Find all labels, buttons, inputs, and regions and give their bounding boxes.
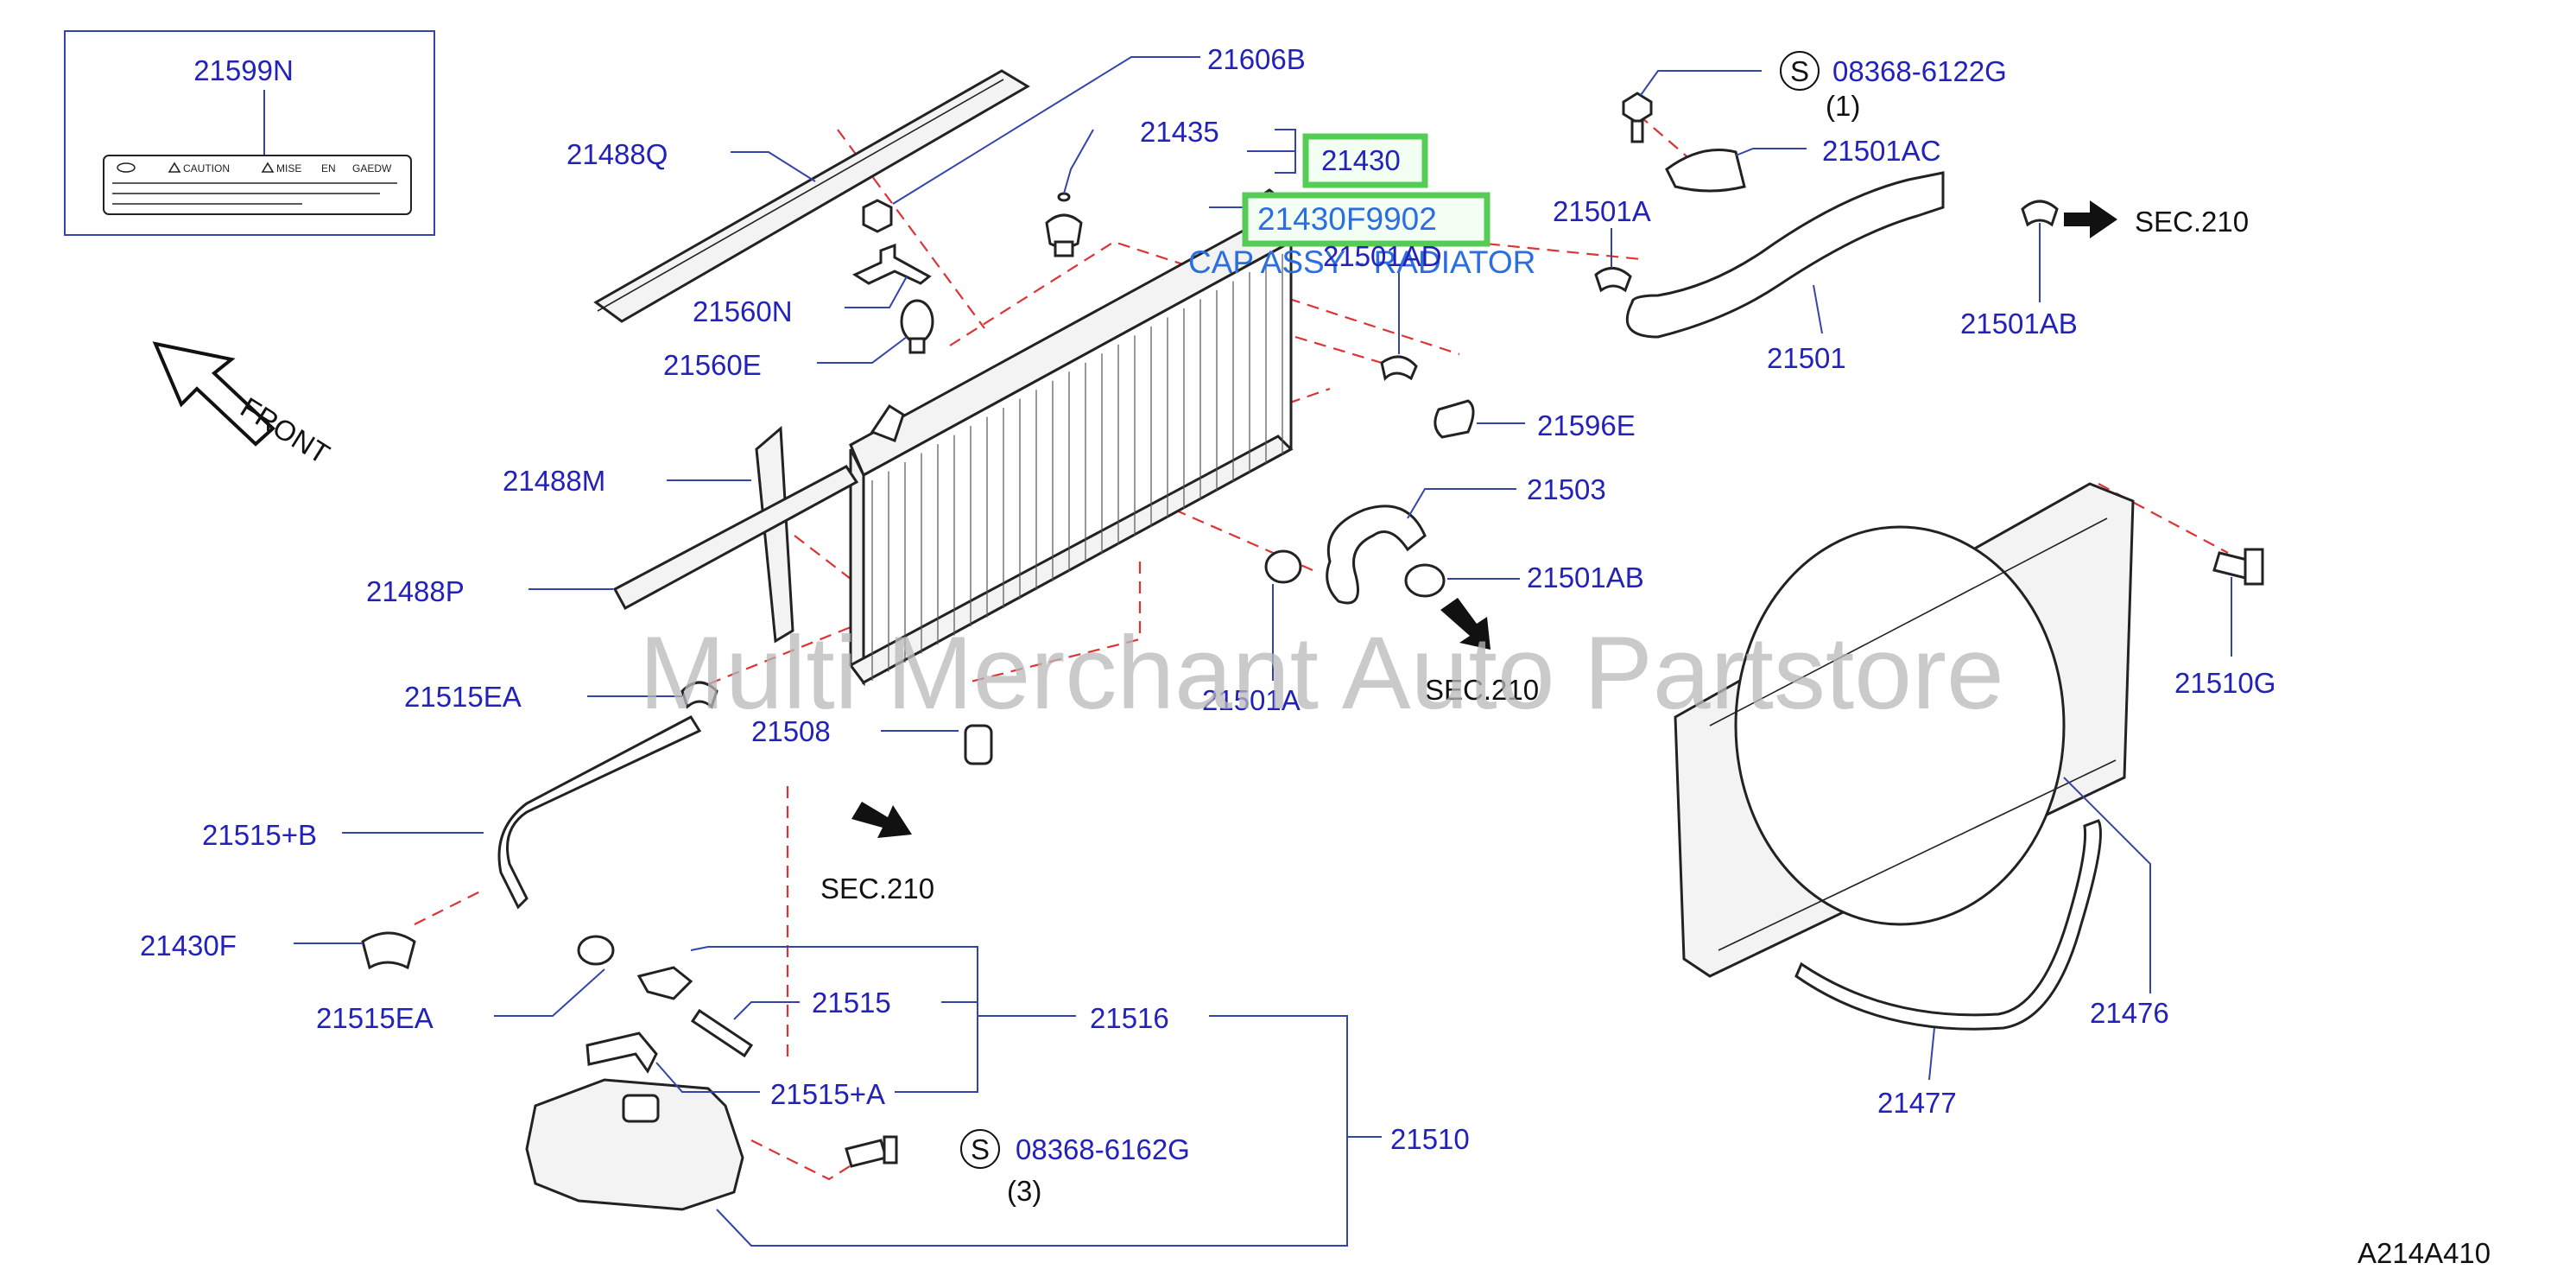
part-label-21488M[interactable]: 21488M xyxy=(503,465,605,497)
part-label-21515EA-upper[interactable]: 21515EA xyxy=(404,681,522,713)
part-label-21515A[interactable]: 21515+A xyxy=(770,1078,885,1110)
part-label-21488Q[interactable]: 21488Q xyxy=(566,138,668,170)
part-label-08368-6162G[interactable]: 08368-6162G xyxy=(1016,1133,1190,1165)
part-21596E-plug[interactable] xyxy=(1434,399,1475,439)
sec-ref-lower-left[interactable]: SEC.210 xyxy=(820,873,934,904)
watermark: Multi Merchant Auto Partstore xyxy=(639,615,2004,731)
inset-en-text: EN xyxy=(321,162,336,175)
inset-gaedw-text: GAEDW xyxy=(352,162,392,175)
part-21515B-hose[interactable] xyxy=(497,715,702,910)
part-21501-upper-hose[interactable] xyxy=(1625,171,1945,339)
part-21430F-clamp[interactable] xyxy=(361,931,416,970)
part-label-21503[interactable]: 21503 xyxy=(1527,473,1606,505)
part-label-21430F[interactable]: 21430F xyxy=(140,930,237,962)
part-label-21599N[interactable]: 21599N xyxy=(193,54,294,86)
part-label-21560N[interactable]: 21560N xyxy=(693,295,793,327)
diagram-code: A214A410 xyxy=(2358,1237,2491,1269)
sec-ref-mid[interactable]: SEC.210 xyxy=(1425,674,1539,706)
bolt-08368-6162G[interactable] xyxy=(845,1135,898,1168)
black-arrow-right-icon xyxy=(2064,200,2117,238)
part-label-21560E[interactable]: 21560E xyxy=(663,349,762,381)
front-arrow: FRONT xyxy=(152,341,335,470)
part-label-08368-6122G[interactable]: 08368-6122G xyxy=(1832,55,2007,87)
part-21503-hose[interactable] xyxy=(1326,505,1427,605)
part-label-21516[interactable]: 21516 xyxy=(1090,1002,1169,1034)
part-21508-grommet[interactable] xyxy=(964,724,993,765)
part-21501A-clamp-lower[interactable] xyxy=(1264,549,1302,584)
part-label-21510G[interactable]: 21510G xyxy=(2174,667,2275,699)
warning-triangle-icon-2 xyxy=(261,162,275,173)
sec-arrow-mid xyxy=(1440,598,1491,650)
highlight-21430F9902[interactable]: 21430F9902 xyxy=(1242,192,1491,247)
sec-arrow-top-right xyxy=(2064,200,2117,238)
part-21515EA-clamp-lower[interactable] xyxy=(577,935,615,966)
sec-arrow-lower-left xyxy=(851,802,912,838)
bolt-21510G[interactable] xyxy=(2212,548,2264,586)
part-21560E-mount[interactable] xyxy=(900,299,934,354)
label-inset[interactable]: 21599N CAUTION MISE EN GAEDW xyxy=(64,30,435,236)
part-21501AD-clamp[interactable] xyxy=(1380,355,1418,381)
part-label-21501AB-upper[interactable]: 21501AB xyxy=(1960,308,2078,340)
part-description: CAP ASSY - RADIATOR xyxy=(1188,244,1535,280)
part-label-21430[interactable]: 21430 xyxy=(1321,144,1401,176)
leader-lines xyxy=(294,56,2232,1247)
front-arrow-icon xyxy=(152,341,275,447)
part-label-21501A-lower[interactable]: 21501A xyxy=(1202,684,1301,716)
part-label-21477[interactable]: 21477 xyxy=(1877,1087,1957,1119)
inset-caution-text: CAUTION xyxy=(183,162,230,175)
part-21501AB-clamp-lower[interactable] xyxy=(1404,563,1446,598)
part-label-21501AC[interactable]: 21501AC xyxy=(1822,135,1941,167)
part-label-21606B[interactable]: 21606B xyxy=(1207,43,1306,75)
part-21501AC-cover[interactable] xyxy=(1665,149,1746,193)
part-number-21430F9902[interactable]: 21430F9902 xyxy=(1257,201,1437,237)
sec-ref-top-right[interactable]: SEC.210 xyxy=(2135,206,2249,238)
part-21560N-bracket[interactable] xyxy=(851,243,932,285)
s-symbol-icon xyxy=(960,1129,1000,1169)
part-label-21476[interactable]: 21476 xyxy=(2090,997,2169,1029)
part-21488Q-seal[interactable] xyxy=(593,69,1030,323)
part-21430-radiator-cap[interactable] xyxy=(1045,213,1083,257)
qty-08368-6162G: (3) xyxy=(1007,1175,1041,1207)
part-label-21515[interactable]: 21515 xyxy=(812,987,891,1019)
part-21476-fan-shroud[interactable] xyxy=(1674,482,2135,978)
part-21435-cap-seal[interactable] xyxy=(1057,192,1071,202)
part-label-21435[interactable]: 21435 xyxy=(1140,116,1219,148)
part-label-21501A-upper[interactable]: 21501A xyxy=(1553,195,1651,227)
part-21606B-grommet[interactable] xyxy=(862,199,893,233)
part-21501AB-clamp-upper[interactable] xyxy=(2021,200,2059,227)
part-labels: 21606B 21488Q 21435 21560N 21560E 21501A… xyxy=(140,43,2275,1207)
part-21510-reservoir-tank[interactable] xyxy=(525,1078,744,1211)
part-21516-fitting[interactable] xyxy=(636,966,693,1000)
part-21515A-hose[interactable] xyxy=(585,1031,658,1074)
part-21488P-seal[interactable] xyxy=(612,465,859,611)
qty-08368-6122G: (1) xyxy=(1826,90,1860,122)
black-arrow-down-right-icon-2 xyxy=(851,802,912,838)
part-label-21501AB-lower[interactable]: 21501AB xyxy=(1527,562,1644,593)
part-label-21501[interactable]: 21501 xyxy=(1767,342,1846,374)
part-label-21596E[interactable]: 21596E xyxy=(1537,409,1636,441)
part-label-21515B[interactable]: 21515+B xyxy=(202,819,317,851)
inset-mise-text: MISE xyxy=(276,162,301,175)
s-symbol-text-2: S xyxy=(1790,55,1809,87)
warning-triangle-icon xyxy=(168,162,181,173)
part-21488M-seal[interactable] xyxy=(755,425,794,644)
part-label-21515EA-lower[interactable]: 21515EA xyxy=(316,1002,434,1034)
part-label-21510[interactable]: 21510 xyxy=(1390,1123,1470,1155)
part-label-21488P[interactable]: 21488P xyxy=(366,575,465,607)
highlight-21430[interactable]: 21430 xyxy=(1302,133,1428,188)
s-symbol-text: S xyxy=(971,1133,990,1165)
bolt-08368-6122G[interactable] xyxy=(1622,92,1653,143)
part-label-21508[interactable]: 21508 xyxy=(751,715,831,747)
radiator-core[interactable] xyxy=(848,188,1294,687)
part-label-21501AD[interactable]: 21501AD xyxy=(1323,240,1442,272)
black-arrow-down-right-icon xyxy=(1440,598,1491,650)
part-21477-lower-shroud[interactable] xyxy=(1794,819,2102,1031)
s-symbol-icon-2 xyxy=(1780,51,1820,91)
part-21515-hose[interactable] xyxy=(690,1008,754,1058)
part-21515EA-clamp-upper[interactable] xyxy=(680,681,718,709)
part-21501A-clamp-upper[interactable] xyxy=(1594,267,1632,293)
